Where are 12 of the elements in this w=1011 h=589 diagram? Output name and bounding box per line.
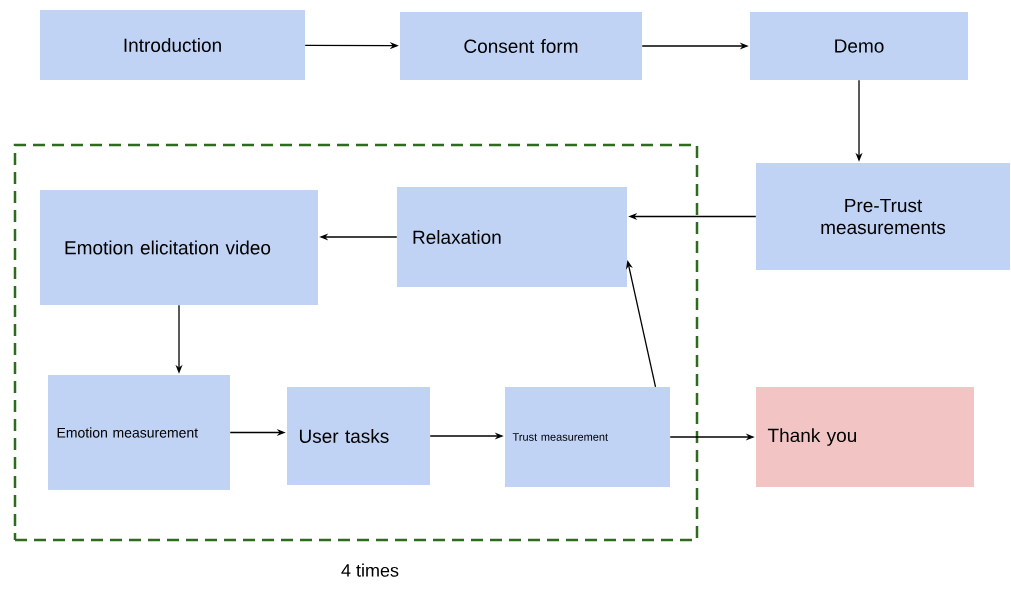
- repeat-note: 4 times: [341, 563, 399, 577]
- process-box: Pre-Trust measurements: [756, 163, 1010, 270]
- process-box: Trust measurement: [505, 387, 670, 487]
- end-box: Thank you: [756, 387, 974, 487]
- process-box: Introduction: [40, 10, 305, 80]
- process-box: User tasks: [287, 387, 430, 485]
- loop-boundary: [13, 143, 699, 542]
- process-box: Relaxation: [397, 187, 627, 287]
- process-box: Demo: [750, 12, 968, 80]
- process-box: Emotion elicitation video: [40, 190, 318, 305]
- process-box: Emotion measurement: [48, 375, 230, 490]
- process-box: Consent form: [400, 12, 642, 80]
